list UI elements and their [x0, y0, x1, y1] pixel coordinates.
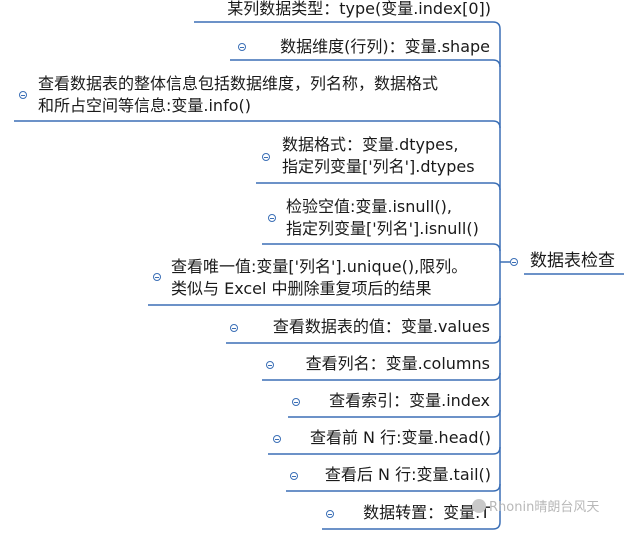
- elbow-transpose: [492, 521, 501, 530]
- node-dtypes[interactable]: 数据格式：变量.dtypes, 指定列变量['列名'].dtypes: [282, 134, 492, 178]
- node-dtypes-line-2: 指定列变量['列名'].dtypes: [282, 157, 475, 176]
- node-dtypes-line-1: 数据格式：变量.dtypes,: [282, 135, 459, 154]
- node-columns[interactable]: 查看列名：变量.columns: [284, 353, 490, 375]
- wechat-logo-icon: [472, 499, 486, 513]
- node-values[interactable]: 查看数据表的值：变量.values: [249, 316, 490, 338]
- node-info[interactable]: 查看数据表的整体信息包括数据维度，列名称，数据格式 和所占空间等信息:变量.in…: [38, 73, 492, 117]
- node-values-collapse-icon[interactable]: [230, 324, 238, 332]
- watermark-text: Rhonin晴朗台风天: [489, 500, 600, 515]
- node-type-line-1: 某列数据类型：type(变量.index[0]): [227, 0, 491, 18]
- node-type[interactable]: 某列数据类型：type(变量.index[0]): [203, 0, 491, 20]
- node-shape[interactable]: 数据维度(行列)：变量.shape: [256, 36, 490, 58]
- node-transpose[interactable]: 数据转置：变量.T: [344, 502, 490, 524]
- node-unique-collapse-icon[interactable]: [153, 273, 161, 281]
- node-unique-line-2: 类似与 Excel 中删除重复项后的结果: [171, 279, 432, 298]
- node-shape-line-1: 数据维度(行列)：变量.shape: [280, 37, 490, 56]
- node-unique[interactable]: 查看唯一值:变量['列名'].unique(),限列。 类似与 Excel 中删…: [171, 256, 495, 300]
- node-isnull[interactable]: 检验空值:变量.isnull(), 指定列变量['列名'].isnull(): [286, 196, 492, 240]
- root-collapse-icon[interactable]: [510, 258, 518, 266]
- node-info-collapse-icon[interactable]: [19, 91, 27, 99]
- elbow-type: [492, 21, 501, 30]
- node-index-collapse-icon[interactable]: [292, 398, 300, 406]
- node-index-line-1: 查看索引：变量.index: [329, 391, 490, 410]
- node-transpose-collapse-icon[interactable]: [326, 510, 334, 518]
- node-tail-line-1: 查看后 N 行:变量.tail(): [324, 465, 491, 484]
- node-index[interactable]: 查看索引：变量.index: [310, 390, 490, 412]
- elbow-columns: [492, 372, 501, 381]
- elbow-dtypes: [492, 182, 501, 191]
- elbow-head: [492, 446, 501, 455]
- node-isnull-line-2: 指定列变量['列名'].isnull(): [286, 219, 479, 238]
- elbow-isnull: [492, 243, 501, 252]
- node-info-line-1: 查看数据表的整体信息包括数据维度，列名称，数据格式: [38, 74, 439, 93]
- node-head-line-1: 查看前 N 行:变量.head(): [309, 428, 491, 447]
- node-info-line-2: 和所占空间等信息:变量.info(): [38, 96, 251, 115]
- elbow-info: [492, 120, 501, 129]
- elbow-index: [492, 409, 501, 418]
- node-columns-collapse-icon[interactable]: [266, 361, 274, 369]
- root-node-label: 数据表检查: [530, 251, 615, 271]
- node-dtypes-collapse-icon[interactable]: [262, 153, 270, 161]
- node-unique-line-1: 查看唯一值:变量['列名'].unique(),限列。: [171, 257, 468, 276]
- node-head[interactable]: 查看前 N 行:变量.head(): [290, 427, 491, 449]
- node-isnull-collapse-icon[interactable]: [268, 214, 276, 222]
- node-head-collapse-icon[interactable]: [273, 435, 281, 443]
- elbow-shape: [492, 59, 501, 68]
- node-tail-collapse-icon[interactable]: [290, 472, 298, 480]
- node-tail[interactable]: 查看后 N 行:变量.tail(): [307, 464, 491, 486]
- node-values-line-1: 查看数据表的值：变量.values: [272, 317, 490, 336]
- node-columns-line-1: 查看列名：变量.columns: [305, 354, 490, 373]
- watermark: Rhonin晴朗台风天: [472, 499, 599, 517]
- elbow-tail: [492, 483, 501, 492]
- node-isnull-line-1: 检验空值:变量.isnull(),: [286, 197, 453, 216]
- node-transpose-line-1: 数据转置：变量.T: [363, 503, 490, 522]
- node-shape-collapse-icon[interactable]: [238, 43, 246, 51]
- root-node[interactable]: 数据表检查: [530, 250, 615, 272]
- elbow-values: [492, 335, 501, 344]
